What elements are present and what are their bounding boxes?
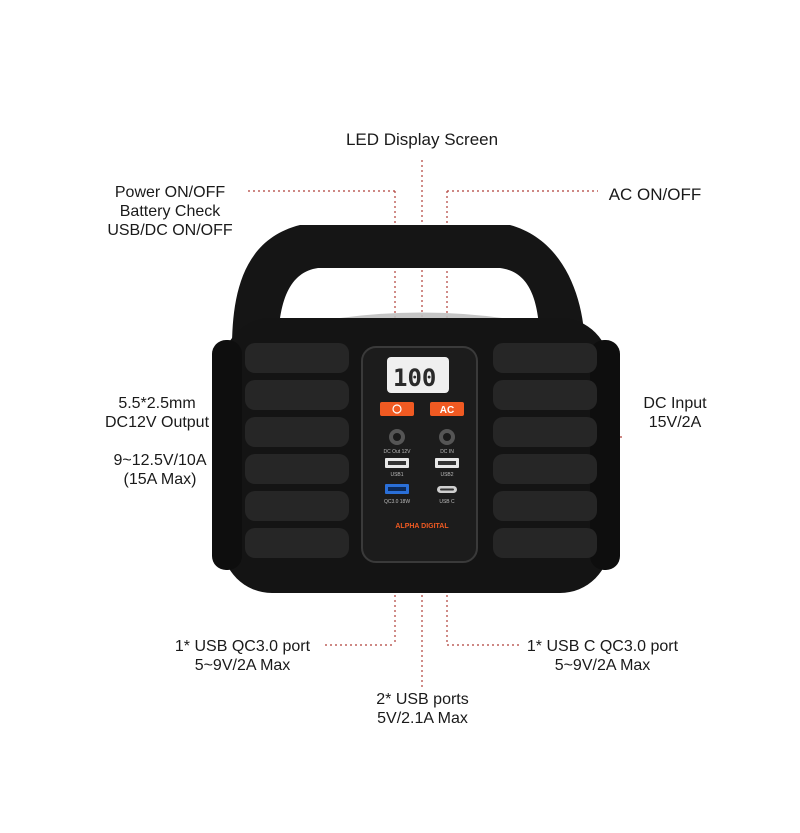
svg-text:AC: AC	[440, 405, 454, 416]
svg-text:USB2: USB2	[440, 472, 453, 478]
left-grille	[245, 343, 349, 558]
ac-callout: AC ON/OFF	[608, 185, 702, 204]
svg-text:USB1: USB1	[390, 472, 403, 478]
svg-text:DC Out 12V: DC Out 12V	[384, 449, 412, 455]
svg-text:QC3.0 18W: QC3.0 18W	[384, 499, 410, 505]
right-grille	[493, 343, 597, 558]
dc-output-callout: 5.5*2.5mm DC12V Output	[104, 395, 210, 431]
power-callout: Power ON/OFF Battery Check USB/DC ON/OFF	[107, 184, 233, 239]
brand-label: ALPHA DIGITAL	[395, 523, 449, 530]
dc-input-callout: DC Input 15V/2A	[643, 395, 707, 431]
usb-qc-callout: 1* USB QC3.0 port 5~9V/2A Max	[174, 638, 311, 674]
dc-output-rating: 9~12.5V/10A (15A Max)	[113, 452, 207, 488]
led-display-label: LED Display Screen	[345, 130, 499, 149]
svg-text:DC IN: DC IN	[440, 449, 454, 455]
carry-handle	[232, 225, 585, 350]
ac-button[interactable]	[430, 402, 464, 416]
usb-c-callout: 1* USB C QC3.0 port 5~9V/2A Max	[526, 638, 679, 674]
lcd-digits: 100	[393, 364, 436, 392]
svg-text:USB C: USB C	[439, 499, 455, 505]
power-button[interactable]	[380, 402, 414, 416]
lcd-display	[387, 357, 449, 393]
usb-ports-callout: 2* USB ports 5V/2.1A Max	[376, 691, 469, 727]
control-panel	[361, 346, 478, 563]
